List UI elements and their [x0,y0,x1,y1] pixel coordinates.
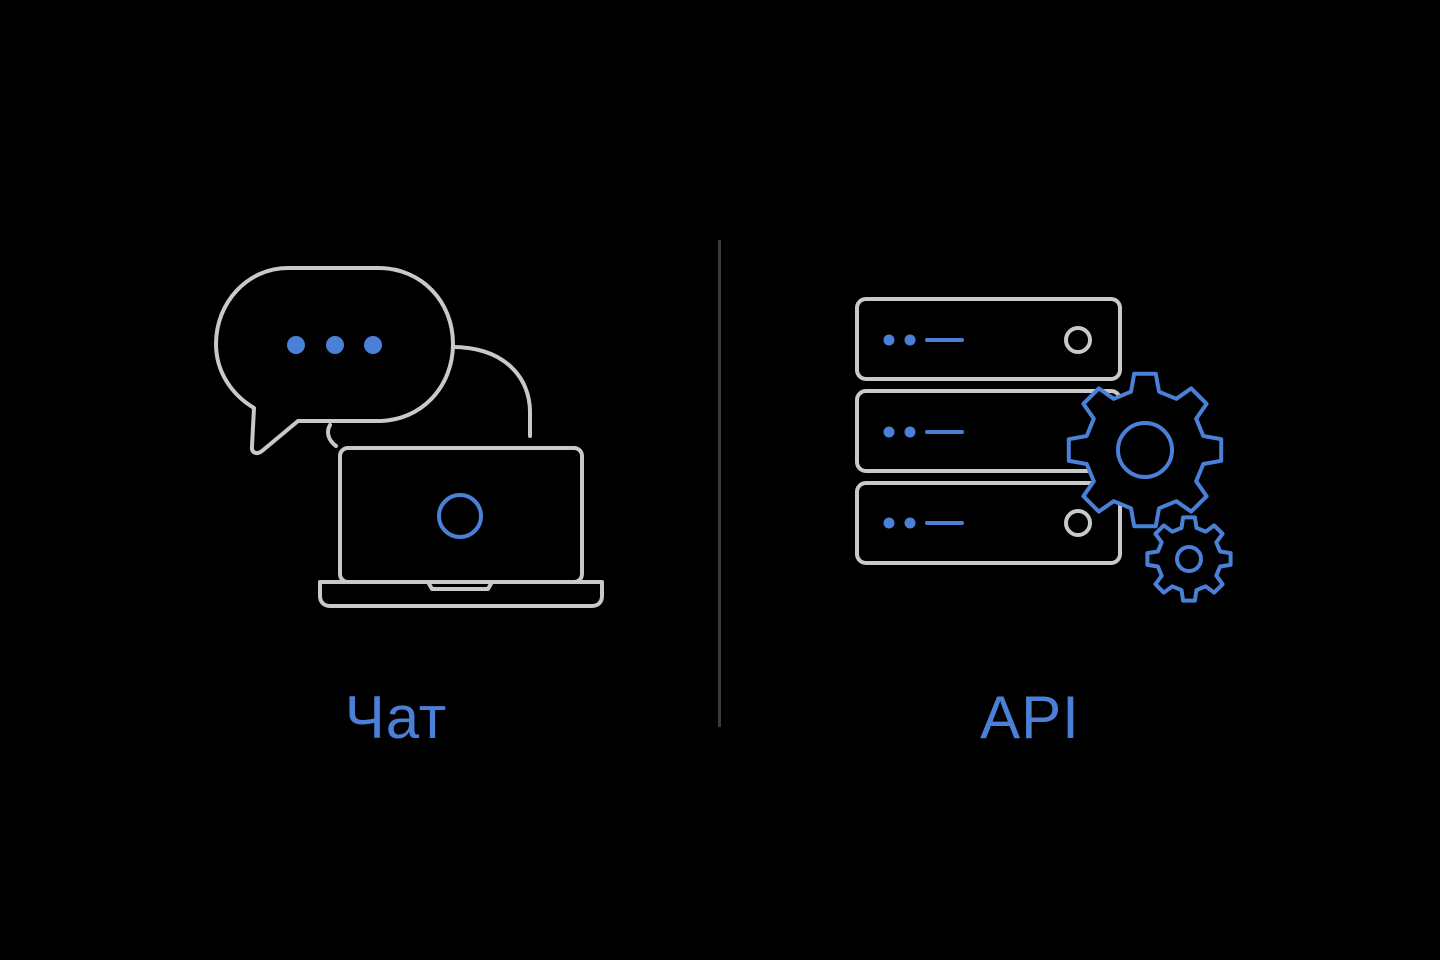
chat-illustration [214,266,604,608]
api-label: API [980,684,1080,751]
typing-dot-icon [287,336,305,354]
chat-label: Чат [344,684,448,751]
secondary-bubble-tail [326,423,338,448]
panel-divider [718,240,721,727]
typing-dot-icon [364,336,382,354]
laptop-screen [338,446,584,584]
chat-bubble-icon [214,266,455,456]
secondary-bubble-icon [450,345,532,438]
gear-hub-icon [1116,421,1174,479]
laptop-icon [318,446,604,608]
typing-dot-icon [326,336,344,354]
small-gear-icon [1145,515,1233,603]
gear-icon [1066,371,1224,529]
laptop-base [318,580,604,608]
small-gear-hub-icon [1175,545,1203,573]
server-unit [855,481,1122,565]
server-unit [855,297,1122,381]
laptop-camera-ring-icon [437,493,483,539]
api-illustration [855,297,1233,603]
laptop-notch [426,581,494,591]
